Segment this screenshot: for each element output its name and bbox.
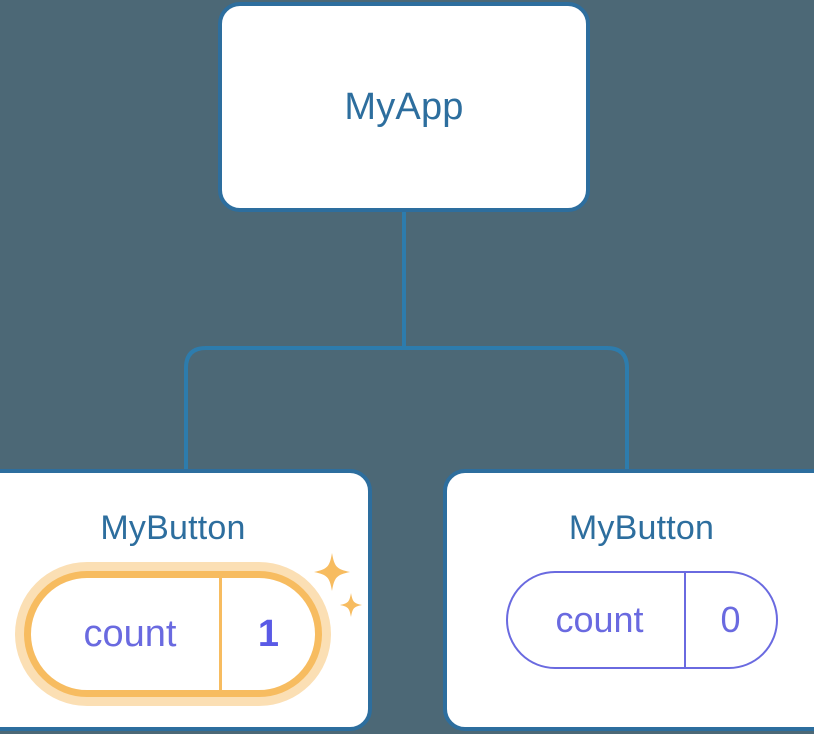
state-key-0: count [83, 612, 177, 655]
sparkle-small-icon [340, 593, 362, 617]
state-key-1: count [555, 599, 644, 640]
node-child-1[interactable]: MyButton count 0 [443, 469, 814, 731]
connector-bus [184, 346, 629, 470]
node-root-label: MyApp [344, 86, 464, 128]
node-child-1-label: MyButton [568, 509, 715, 547]
state-pill-1[interactable]: count 0 [505, 571, 778, 669]
sparkle-large-icon [314, 553, 350, 591]
state-value-1: 0 [683, 573, 776, 667]
state-pill-wrapper-0: count 1 [24, 553, 362, 697]
state-pill-wrapper-1: count 0 [505, 571, 778, 669]
state-pill-0[interactable]: count 1 [24, 571, 322, 697]
state-value-0: 1 [219, 578, 315, 690]
node-child-0-label: MyButton [100, 509, 246, 547]
node-child-0[interactable]: MyButton count 1 [0, 469, 372, 731]
node-root[interactable]: MyApp [218, 2, 590, 212]
